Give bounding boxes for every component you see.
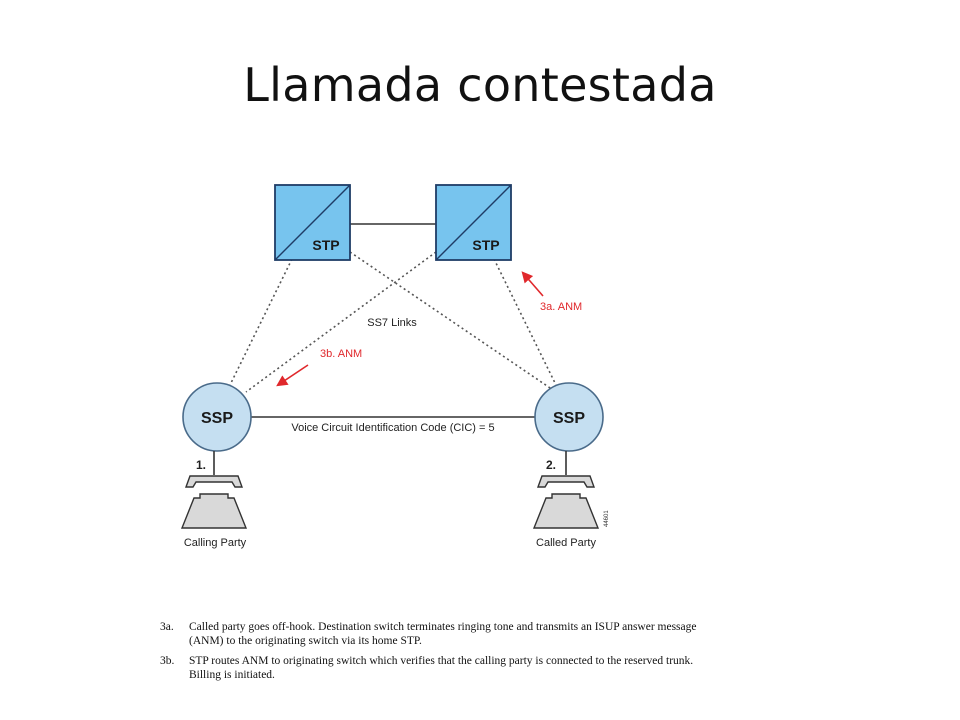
note-3b-text: STP routes ANM to originating switch whi… <box>189 655 694 681</box>
step-2-label: 2. <box>546 458 556 472</box>
anm-3b-arrow <box>276 364 309 387</box>
stp-left-label: STP <box>312 237 339 253</box>
cic-label: Voice Circuit Identification Code (CIC) … <box>291 422 494 434</box>
link-stp-left-ssp-right <box>349 251 557 393</box>
anm-3a-label: 3a. ANM <box>540 301 582 313</box>
link-stp-left-ssp-left <box>229 258 293 386</box>
ssp-left-label: SSP <box>201 410 233 427</box>
anm-3a-arrow <box>521 271 544 297</box>
note-3a: 3a. Called party goes off-hook. Destinat… <box>160 620 700 648</box>
figure-id: 44601 <box>604 510 610 527</box>
note-3a-text: Called party goes off-hook. Destination … <box>189 621 697 647</box>
slide-title: Llamada contestada <box>243 58 717 112</box>
stp-right-node: STP <box>435 184 512 261</box>
calling-party-label: Calling Party <box>184 537 247 549</box>
link-stp-right-ssp-left <box>245 251 437 393</box>
ssp-right-label: SSP <box>553 410 585 427</box>
calling-phone-icon <box>180 475 248 529</box>
notes-list: 3a. Called party goes off-hook. Destinat… <box>160 620 700 688</box>
called-phone-icon <box>532 475 600 529</box>
note-3a-number: 3a. <box>160 621 174 633</box>
ssp-left-node: SSP <box>182 382 252 452</box>
ss7-links-label: SS7 Links <box>367 317 417 329</box>
step-1-label: 1. <box>196 458 206 472</box>
ss7-call-diagram: STP STP SSP SSP SS7 Links Voice Circuit … <box>180 184 610 549</box>
note-3b: 3b. STP routes ANM to originating switch… <box>160 654 700 682</box>
ss7-links <box>229 251 557 393</box>
called-party-label: Called Party <box>536 537 596 549</box>
ssp-right-node: SSP <box>534 382 604 452</box>
link-stp-right-ssp-right <box>493 258 557 386</box>
stp-right-label: STP <box>472 237 499 253</box>
anm-3b-label: 3b. ANM <box>320 348 362 360</box>
stp-left-node: STP <box>274 184 351 261</box>
note-3b-number: 3b. <box>160 655 175 667</box>
